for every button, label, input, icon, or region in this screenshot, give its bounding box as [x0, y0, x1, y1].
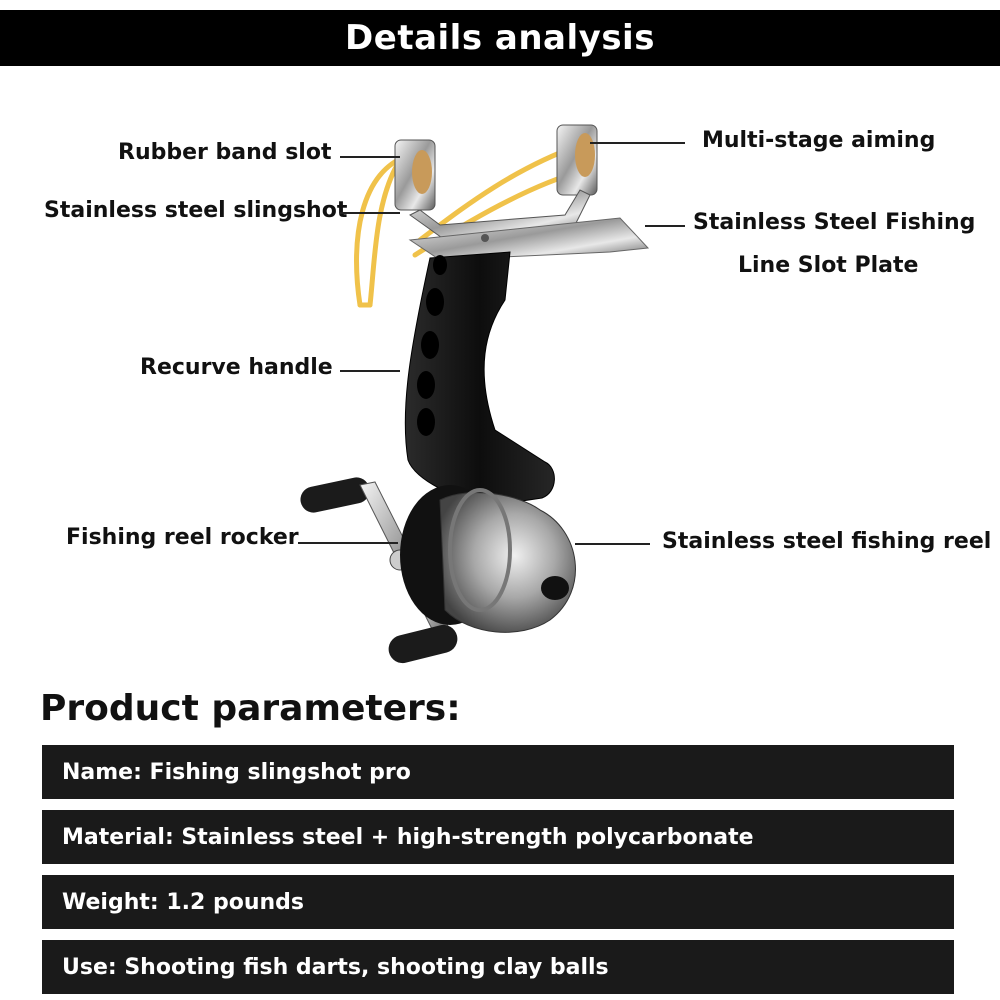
param-row-use: Use: Shooting fish darts, shooting clay … [42, 940, 954, 994]
label-stainless-fishing-reel: Stainless steel fishing reel [662, 529, 992, 554]
title-banner: Details analysis [0, 10, 1000, 66]
leader-line-slot-plate [645, 225, 685, 227]
param-row-name: Name: Fishing slingshot pro [42, 745, 954, 799]
leader-stainless-steel-slingshot [340, 212, 400, 214]
leader-rubber-band-slot [340, 156, 400, 158]
parameters-heading: Product parameters: [40, 688, 461, 729]
leader-stainless-fishing-reel [575, 543, 650, 545]
banner-title: Details analysis [345, 18, 655, 58]
recurve-handle [404, 251, 555, 506]
leader-fishing-reel-rocker [298, 542, 398, 544]
slingshot-frame [394, 124, 650, 272]
slingshot-illustration [300, 124, 650, 664]
param-row-material: Material: Stainless steel + high-strengt… [42, 810, 954, 864]
param-row-weight: Weight: 1.2 pounds [42, 875, 954, 929]
leader-multi-stage-aiming [590, 142, 685, 144]
label-stainless-steel-slingshot: Stainless steel slingshot [44, 198, 348, 223]
label-line-slot-plate-1: Stainless Steel Fishing [693, 210, 976, 235]
label-rubber-band-slot: Rubber band slot [118, 140, 332, 165]
label-multi-stage-aiming: Multi-stage aiming [702, 128, 936, 153]
label-recurve-handle: Recurve handle [140, 355, 333, 380]
fishing-reel [400, 485, 576, 633]
leader-recurve-handle [340, 370, 400, 372]
label-fishing-reel-rocker: Fishing reel rocker [66, 525, 299, 550]
label-line-slot-plate-2: Line Slot Plate [738, 253, 919, 278]
